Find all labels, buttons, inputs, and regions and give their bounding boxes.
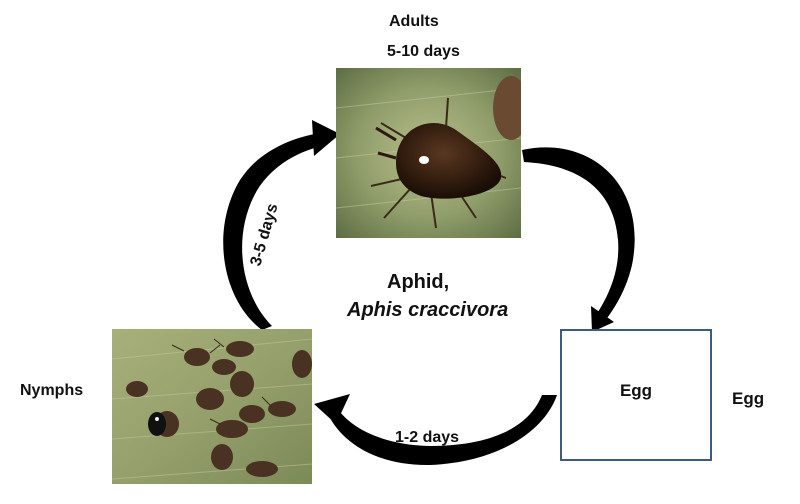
adults-duration-label: 5-10 days — [387, 43, 460, 60]
adults-stage-label: Adults — [389, 13, 439, 30]
adult-aphid-photo — [336, 68, 521, 238]
arrow-egg-to-nymph — [330, 395, 557, 466]
arrowhead-adult-to-egg — [591, 306, 614, 332]
egg-stage-label: Egg — [732, 389, 765, 408]
egg-to-nymph-duration: 1-2 days — [395, 429, 460, 446]
species-scientific-name: Aphis craccivora — [347, 299, 509, 321]
egg-image-placeholder: Egg — [560, 329, 712, 461]
species-common-name: Aphid, — [387, 271, 450, 293]
egg-box-label: Egg — [619, 381, 653, 400]
arrow-nymph-to-adult — [223, 133, 322, 330]
nymphs-stage-label: Nymphs — [20, 382, 84, 399]
arrowhead-nymph-to-adult — [312, 120, 340, 156]
arrow-adult-to-egg — [522, 147, 635, 327]
arrowhead-egg-to-nymph — [314, 394, 350, 424]
nymph-aphids-photo — [112, 329, 312, 484]
